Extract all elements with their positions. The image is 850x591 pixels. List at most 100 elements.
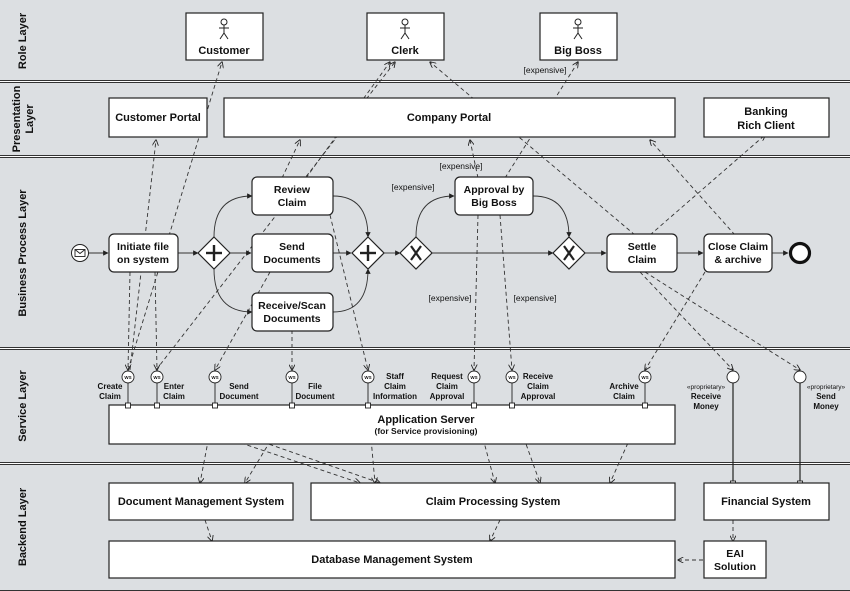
service-receive-approval[interactable]: WS Receive Claim Approval	[505, 370, 556, 409]
banking-label-1: Banking	[744, 106, 787, 118]
service-receive-label-2: Claim	[527, 382, 549, 391]
actor-icon	[573, 18, 583, 40]
claim-processing-system[interactable]: Claim Processing System	[310, 482, 676, 521]
service-file-document[interactable]: WS File Document	[285, 370, 335, 409]
task-close-label-2: & archive	[714, 254, 761, 266]
financial-label: Financial System	[721, 496, 811, 508]
service-send-money-label-2: Money	[813, 402, 839, 411]
service-send-document[interactable]: WS Send Document	[208, 370, 259, 409]
actor-customer[interactable]: Customer	[185, 12, 264, 61]
service-receive-label-1: Receive	[523, 372, 554, 381]
plus-icon	[206, 245, 222, 261]
service-enter-label-1: Enter	[164, 382, 184, 391]
task-approval-label-1: Approval by	[464, 184, 525, 196]
connector-request-approval	[474, 214, 479, 370]
ws-icon: WS	[124, 375, 131, 380]
service-file-label-2: Document	[295, 392, 334, 401]
customer-portal-label: Customer Portal	[115, 112, 201, 124]
database-management-system[interactable]: Database Management System	[108, 540, 676, 579]
task-initiate-label-1: Initiate file	[117, 241, 169, 253]
gateway-exclusive-split[interactable]	[399, 236, 433, 270]
service-staff-claim-info[interactable]: WS Staff Claim Information	[361, 370, 417, 409]
expensive-annotation-bigboss: [expensive]	[524, 65, 567, 75]
connector-approval-bigboss	[504, 62, 578, 179]
actor-icon	[219, 18, 229, 40]
task-send-documents[interactable]: Send Documents	[251, 233, 334, 273]
company-portal[interactable]: Company Portal	[223, 97, 676, 138]
role-layer: Customer Clerk Big Boss [expensive]	[185, 12, 618, 75]
backend-layer-title: Backend Layer	[17, 487, 29, 566]
service-request-label-3: Approval	[430, 392, 465, 401]
service-staff-label-3: Information	[373, 392, 417, 401]
ws-icon: WS	[211, 375, 218, 380]
task-send-label-1: Send	[279, 241, 305, 253]
task-settle-label-2: Claim	[628, 254, 657, 266]
service-file-label-1: File	[308, 382, 322, 391]
presentation-layer: Customer Portal Company Portal Banking R…	[108, 97, 830, 138]
ws-icon: WS	[364, 375, 371, 380]
document-management-system[interactable]: Document Management System	[108, 482, 294, 521]
connector-settle-receive-money	[639, 271, 733, 370]
service-receive-money[interactable]: «proprietary» Receive Money	[687, 370, 740, 487]
end-event[interactable]	[788, 241, 812, 265]
dms-label: Document Management System	[118, 496, 284, 508]
task-approval-big-boss[interactable]: Approval by Big Boss	[454, 176, 534, 216]
proprietary-stereotype: «proprietary»	[807, 384, 846, 391]
customer-portal[interactable]: Customer Portal	[108, 97, 208, 138]
service-receive-label-3: Approval	[521, 392, 556, 401]
task-review-label-2: Claim	[278, 197, 307, 209]
task-close-claim[interactable]: Close Claim & archive	[703, 233, 773, 273]
cps-label: Claim Processing System	[426, 496, 561, 508]
task-receive-label-1: Receive/Scan	[258, 300, 326, 312]
eai-label-1: EAI	[726, 548, 744, 560]
service-layer: Application Server (for Service provisio…	[98, 370, 846, 487]
service-create-label-2: Claim	[99, 392, 121, 401]
company-portal-label: Company Portal	[407, 112, 491, 124]
application-server[interactable]: Application Server (for Service provisio…	[108, 404, 676, 445]
actor-customer-label: Customer	[198, 45, 250, 57]
task-receive-label-2: Documents	[263, 313, 320, 325]
expensive-annotation-receive: [expensive]	[514, 293, 557, 303]
connector-receive-approval	[499, 214, 512, 370]
connector-settle-clerk	[430, 62, 636, 236]
banking-rich-client[interactable]: Banking Rich Client	[703, 97, 830, 138]
task-receive-scan[interactable]: Receive/Scan Documents	[251, 292, 334, 332]
expensive-annotation-request: [expensive]	[429, 293, 472, 303]
app-server-label-2: (for Service provisioning)	[375, 426, 478, 436]
x-icon	[410, 245, 422, 261]
gateway-parallel-split[interactable]	[197, 236, 231, 270]
service-create-label-1: Create	[98, 382, 123, 391]
service-enter-label-2: Claim	[163, 392, 185, 401]
backend-layer: Document Management System Claim Process…	[108, 482, 830, 579]
task-approval-label-2: Big Boss	[471, 197, 517, 209]
service-request-label-2: Claim	[436, 382, 458, 391]
ws-icon: WS	[288, 375, 295, 380]
connector-close-portal	[650, 140, 736, 236]
connector-cps-db	[490, 519, 501, 541]
service-create-claim[interactable]: WS Create Claim	[98, 370, 135, 409]
actor-clerk[interactable]: Clerk	[366, 12, 445, 61]
service-archive-label-1: Archive	[609, 382, 639, 391]
task-settle-claim[interactable]: Settle Claim	[606, 233, 678, 273]
financial-system[interactable]: Financial System	[703, 482, 830, 521]
task-initiate-label-2: on system	[117, 254, 169, 266]
app-server-label-1: Application Server	[377, 414, 475, 426]
service-send-money-label-1: Send	[816, 392, 836, 401]
business-process-layer: Initiate file on system Review Claim Sen…	[71, 161, 812, 332]
actor-big-boss-label: Big Boss	[554, 45, 602, 57]
start-event[interactable]	[71, 244, 89, 262]
gateway-parallel-join[interactable]	[351, 236, 385, 270]
x-icon	[563, 245, 575, 261]
actor-big-boss[interactable]: Big Boss	[539, 12, 618, 61]
task-initiate-file[interactable]: Initiate file on system	[108, 233, 179, 273]
service-archive-claim[interactable]: WS Archive Claim	[609, 370, 652, 409]
gateway-exclusive-join[interactable]	[552, 236, 586, 270]
service-request-approval[interactable]: WS Request Claim Approval	[430, 370, 481, 409]
service-layer-title: Service Layer	[17, 370, 29, 442]
service-enter-claim[interactable]: WS Enter Claim	[150, 370, 185, 409]
eai-solution[interactable]: EAI Solution	[703, 540, 767, 579]
task-review-label-1: Review	[274, 184, 311, 196]
task-review-claim[interactable]: Review Claim	[251, 176, 334, 216]
task-send-label-2: Documents	[263, 254, 320, 266]
